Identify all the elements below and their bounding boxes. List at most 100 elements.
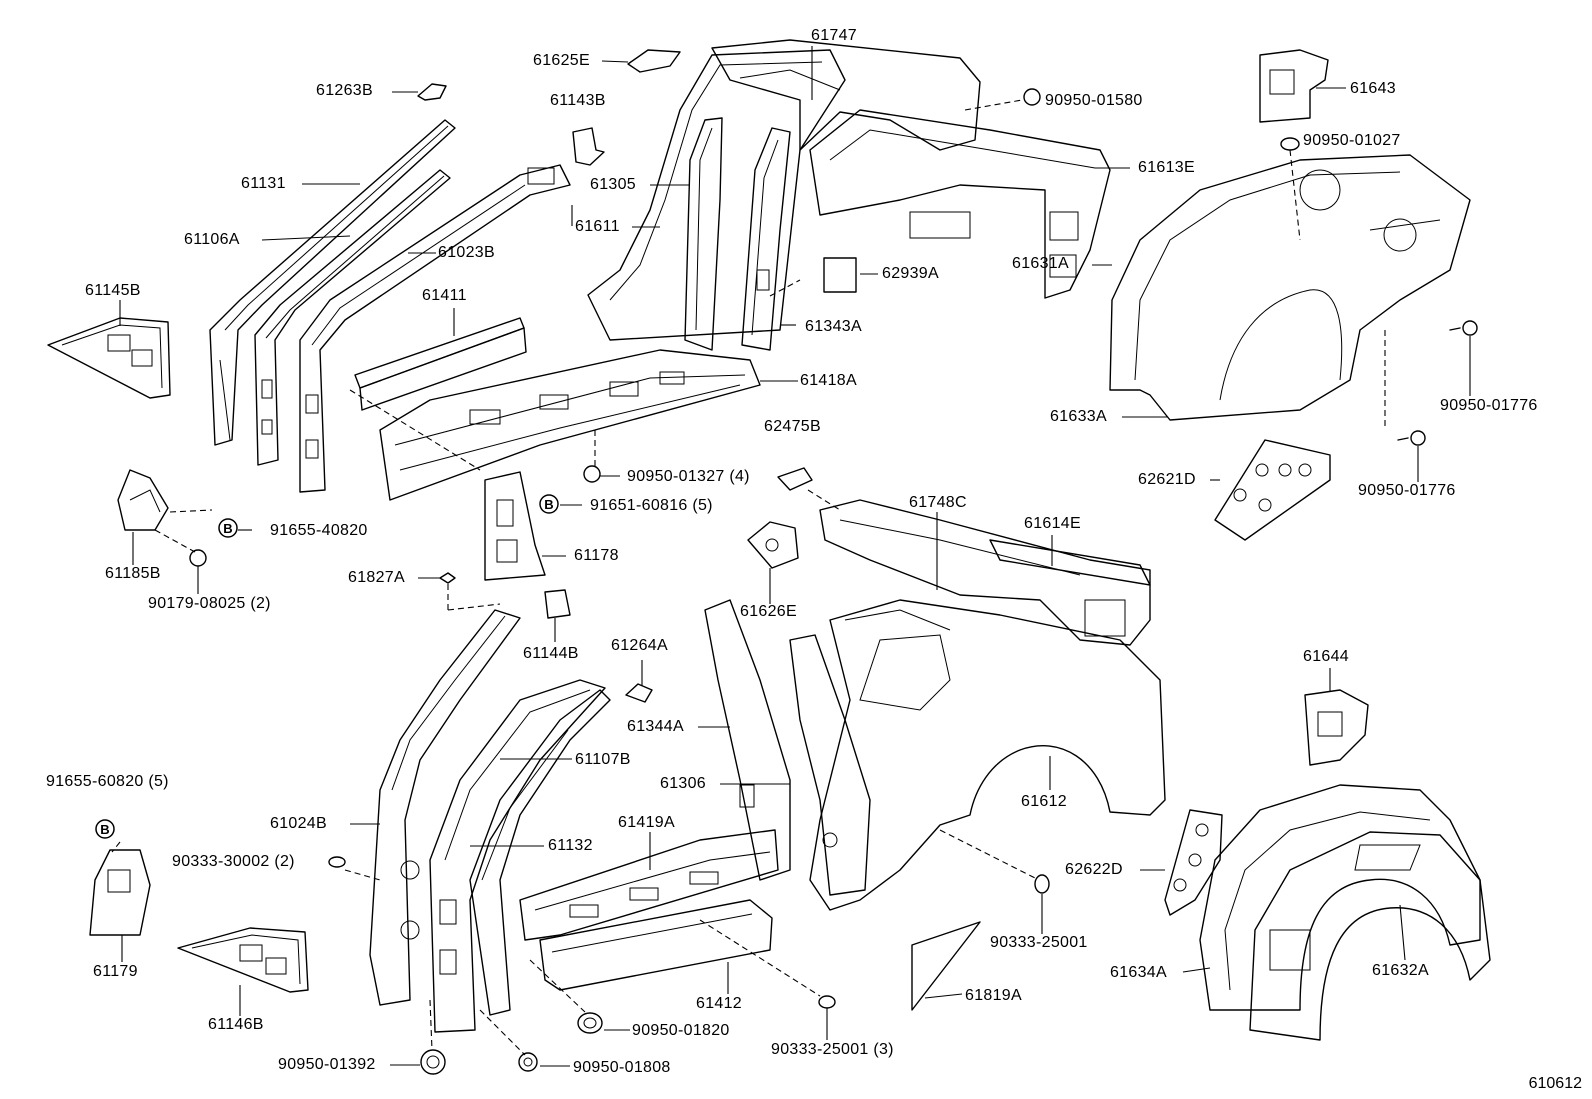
- part-61827A-clip: [418, 572, 456, 584]
- label-90179-08025: 90179-08025 (2): [148, 595, 271, 612]
- part-90333-30002-plug: [328, 856, 346, 868]
- label-90333-25001-a: 90333-25001: [990, 934, 1088, 951]
- part-62622D-pad: [1164, 809, 1223, 916]
- label-62939A: 62939A: [882, 265, 939, 282]
- label-61144B: 61144B: [523, 645, 579, 662]
- part-90950-01776a-clip: [1449, 320, 1478, 336]
- part-90950-01820-clip: [577, 1012, 603, 1034]
- label-91655-40820: 91655-40820: [270, 522, 368, 539]
- part-61179-bracket: [89, 849, 151, 936]
- label-90950-01327: 90950-01327 (4): [627, 468, 750, 485]
- label-61625E: 61625E: [533, 52, 590, 69]
- label-90950-01776-b: 90950-01776: [1358, 482, 1456, 499]
- label-61146B: 61146B: [208, 1016, 264, 1033]
- label-90950-01392: 90950-01392: [278, 1056, 376, 1073]
- part-61343A-pillar: [741, 127, 791, 351]
- label-61344A: 61344A: [627, 718, 684, 735]
- part-90950-01392-clip: [420, 1049, 446, 1075]
- part-61107B-pillar: [429, 679, 606, 1033]
- label-90950-01808: 90950-01808: [573, 1059, 671, 1076]
- svg-text:B: B: [100, 822, 109, 837]
- part-61634A-wheelhouse: [1199, 784, 1481, 1011]
- part-90333-25001b-plug: [818, 995, 836, 1009]
- label-90950-01027: 90950-01027: [1303, 132, 1401, 149]
- label-61305: 61305: [590, 176, 636, 193]
- part-61643-bracket: [1259, 49, 1329, 123]
- label-61418A: 61418A: [800, 372, 857, 389]
- part-90950-01027-clip: [1280, 137, 1300, 151]
- part-90950-01808-clip: [518, 1052, 538, 1072]
- label-90333-30002: 90333-30002 (2): [172, 853, 295, 870]
- label-61179: 61179: [93, 963, 138, 980]
- part-61305-pillar: [684, 117, 723, 351]
- part-62939A-pad: [823, 257, 857, 293]
- bolt-marker-b-2: B: [539, 494, 559, 514]
- part-61614E-panel: [989, 539, 1151, 586]
- label-90950-01776-a: 90950-01776: [1440, 397, 1538, 414]
- label-61631A: 61631A: [1012, 255, 1069, 272]
- part-90950-01327-clip: [583, 465, 601, 483]
- label-61178: 61178: [574, 547, 619, 564]
- label-61343A: 61343A: [805, 318, 862, 335]
- label-61024B: 61024B: [270, 815, 327, 832]
- label-61107B: 61107B: [575, 751, 631, 768]
- part-61644-bracket: [1304, 689, 1369, 766]
- label-61613E: 61613E: [1138, 159, 1195, 176]
- part-61185B-bracket: [117, 469, 169, 531]
- part-61132-pillar: [469, 689, 611, 1016]
- label-62475B: 62475B: [764, 418, 821, 435]
- part-61178-bracket: [484, 471, 546, 581]
- label-61412: 61412: [696, 995, 742, 1012]
- part-61611-inner: [587, 49, 846, 341]
- label-61306: 61306: [660, 775, 706, 792]
- part-61419A-rocker: [519, 829, 779, 941]
- label-61819A: 61819A: [965, 987, 1022, 1004]
- assembly-dashed-lines: [111, 99, 1386, 1056]
- part-61106A-pillar: [254, 169, 451, 466]
- part-61625E: [601, 49, 681, 73]
- part-61263B: [392, 83, 447, 101]
- label-91655-60820: 91655-60820 (5): [46, 773, 169, 790]
- part-61612-quarter: [809, 599, 1166, 911]
- part-62475B-pad: [777, 467, 813, 491]
- label-62621D: 62621D: [1138, 471, 1196, 488]
- part-61306-pillar: [789, 634, 871, 896]
- label-61411: 61411: [422, 287, 467, 304]
- part-61613E-package-tray: [809, 109, 1111, 299]
- part-90333-25001a-plug: [1034, 874, 1050, 894]
- label-61633A: 61633A: [1050, 408, 1107, 425]
- part-90950-01776b-clip: [1397, 430, 1426, 446]
- leader-lines: [119, 46, 1471, 1067]
- svg-text:B: B: [223, 521, 232, 536]
- diagram-reference-code: 610612: [1528, 1075, 1582, 1092]
- part-61344A-pillar: [704, 599, 791, 881]
- label-61644: 61644: [1303, 648, 1349, 665]
- part-90179-08025-nut: [189, 549, 207, 567]
- part-61024B-pillar: [369, 609, 521, 1006]
- bolt-marker-b-1: B: [218, 518, 238, 538]
- part-61631A-wheelhouse: [1109, 154, 1471, 421]
- label-61827A: 61827A: [348, 569, 405, 586]
- label-61747: 61747: [811, 27, 857, 44]
- bolt-marker-b-3: B: [95, 819, 115, 839]
- part-61131-pillar: [209, 119, 456, 446]
- part-90950-01580-clip: [1023, 88, 1041, 106]
- label-61131: 61131: [241, 175, 286, 192]
- part-61411-rocker: [354, 317, 527, 411]
- label-61611: 61611: [575, 218, 620, 235]
- label-61643: 61643: [1350, 80, 1396, 97]
- label-61614E: 61614E: [1024, 515, 1081, 532]
- label-61023B: 61023B: [438, 244, 495, 261]
- label-90950-01580: 90950-01580: [1045, 92, 1143, 109]
- label-61143B: 61143B: [550, 92, 606, 109]
- label-61626E: 61626E: [740, 603, 797, 620]
- label-61264A: 61264A: [611, 637, 668, 654]
- label-61263B: 61263B: [316, 82, 373, 99]
- part-61747-upper: [711, 39, 981, 151]
- label-61145B: 61145B: [85, 282, 141, 299]
- part-61144B-bracket: [544, 589, 571, 619]
- part-61146B-gusset: [177, 927, 309, 993]
- label-61612: 61612: [1021, 793, 1067, 810]
